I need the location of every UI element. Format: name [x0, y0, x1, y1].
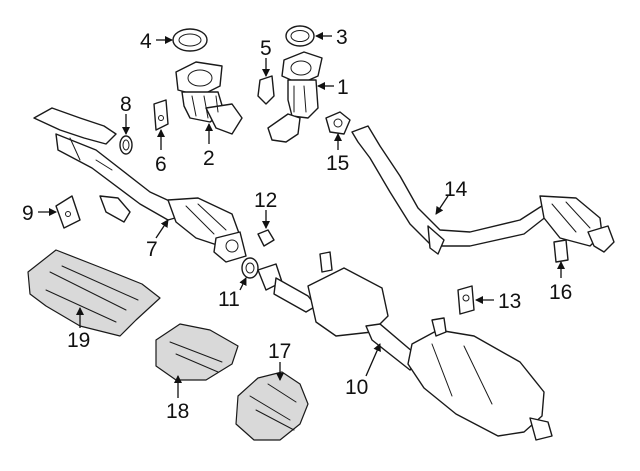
callout-12: 12: [254, 189, 277, 212]
part-18-heat-shield: [155, 323, 239, 381]
part-7-front-pipe: [33, 107, 247, 263]
callout-13: 13: [498, 290, 521, 313]
callout-17: 17: [268, 340, 291, 363]
callout-3: 3: [336, 26, 348, 49]
part-10-muffler-assembly: [257, 251, 553, 441]
part-16-hanger: [553, 239, 569, 263]
leader-7: [155, 219, 169, 239]
part-13-insulator: [457, 285, 475, 315]
part-3-gasket: [285, 25, 315, 47]
callout-1: 1: [337, 76, 349, 99]
part-2-catalytic-converter: [175, 61, 243, 135]
leader-11: [239, 277, 247, 291]
part-1-catalytic-converter: [267, 51, 323, 143]
callout-18: 18: [166, 400, 189, 423]
callout-11: 11: [218, 288, 240, 311]
part-4-gasket: [172, 28, 208, 52]
part-5-bracket: [257, 75, 275, 105]
callout-15: 15: [326, 152, 349, 175]
callout-14: 14: [444, 178, 468, 201]
part-6-bracket: [153, 99, 169, 131]
callout-leaders: [38, 32, 565, 398]
part-8-gasket: [119, 135, 133, 155]
callout-9: 9: [22, 202, 34, 225]
leader-14: [435, 195, 449, 215]
callout-labels: 1 2 3 4 5 6 7 8 9 10 11 12 13 14 15 16 1…: [22, 26, 572, 423]
part-14-tail-pipe: [351, 125, 615, 255]
part-12-insulator: [257, 229, 275, 247]
callout-19: 19: [67, 329, 90, 352]
callout-2: 2: [203, 147, 215, 170]
callout-5: 5: [260, 37, 272, 60]
part-15-gasket: [325, 111, 351, 135]
callout-4: 4: [140, 30, 152, 53]
callout-16: 16: [549, 281, 572, 304]
part-11-gasket: [241, 257, 259, 279]
part-9-bracket: [55, 195, 81, 229]
callout-10: 10: [345, 376, 368, 399]
callout-8: 8: [120, 93, 132, 116]
callout-7: 7: [146, 238, 158, 261]
part-19-heat-shield: [27, 249, 161, 337]
leader-10: [365, 343, 381, 377]
part-17-heat-shield: [235, 371, 309, 441]
callout-6: 6: [155, 153, 167, 176]
